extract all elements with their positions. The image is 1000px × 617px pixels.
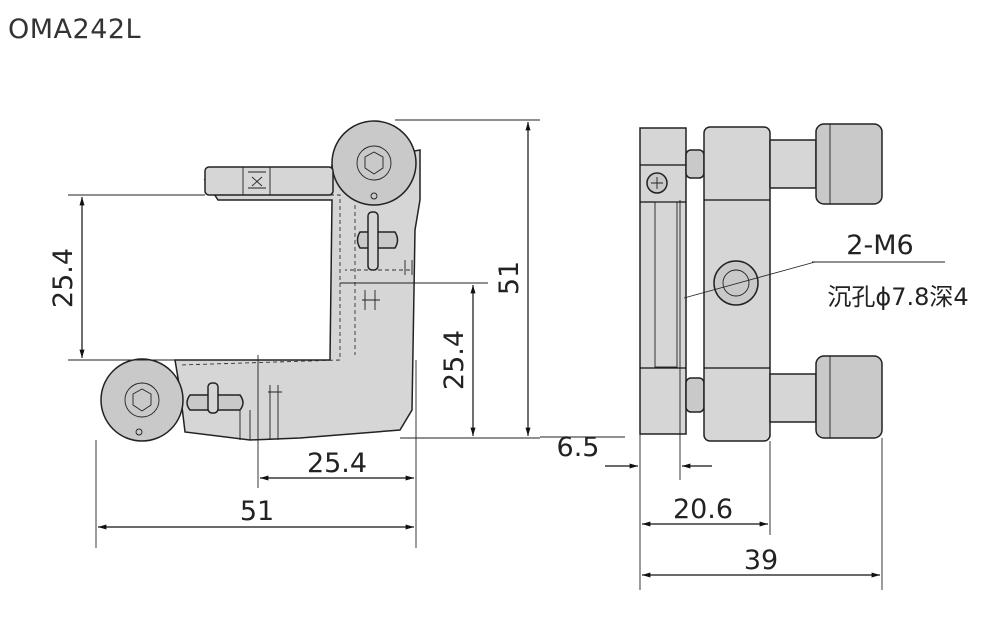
dimension-lines <box>68 119 945 590</box>
dim-total-height: 51 <box>494 261 525 295</box>
dim-plate-offset: 6.5 <box>557 432 600 463</box>
dim-side-width-inner: 20.6 <box>673 494 733 525</box>
dim-right-height-inner: 25.4 <box>439 330 470 390</box>
dim-left-height: 25.4 <box>48 248 79 308</box>
callout-line2: 沉孔ϕ7.8深4 <box>827 283 968 311</box>
side-view <box>639 123 883 442</box>
front-view <box>100 120 421 442</box>
m6-counterbore <box>713 260 759 306</box>
bottom-knob <box>100 358 184 442</box>
dim-bottom-offset: 25.4 <box>307 448 367 479</box>
page-title: OMA242L <box>8 14 142 45</box>
callout-line1: 2-M6 <box>846 230 913 261</box>
top-knob <box>331 120 417 206</box>
left-plate <box>639 127 687 435</box>
dim-side-width-total: 39 <box>744 545 778 576</box>
dim-total-width: 51 <box>240 496 274 527</box>
